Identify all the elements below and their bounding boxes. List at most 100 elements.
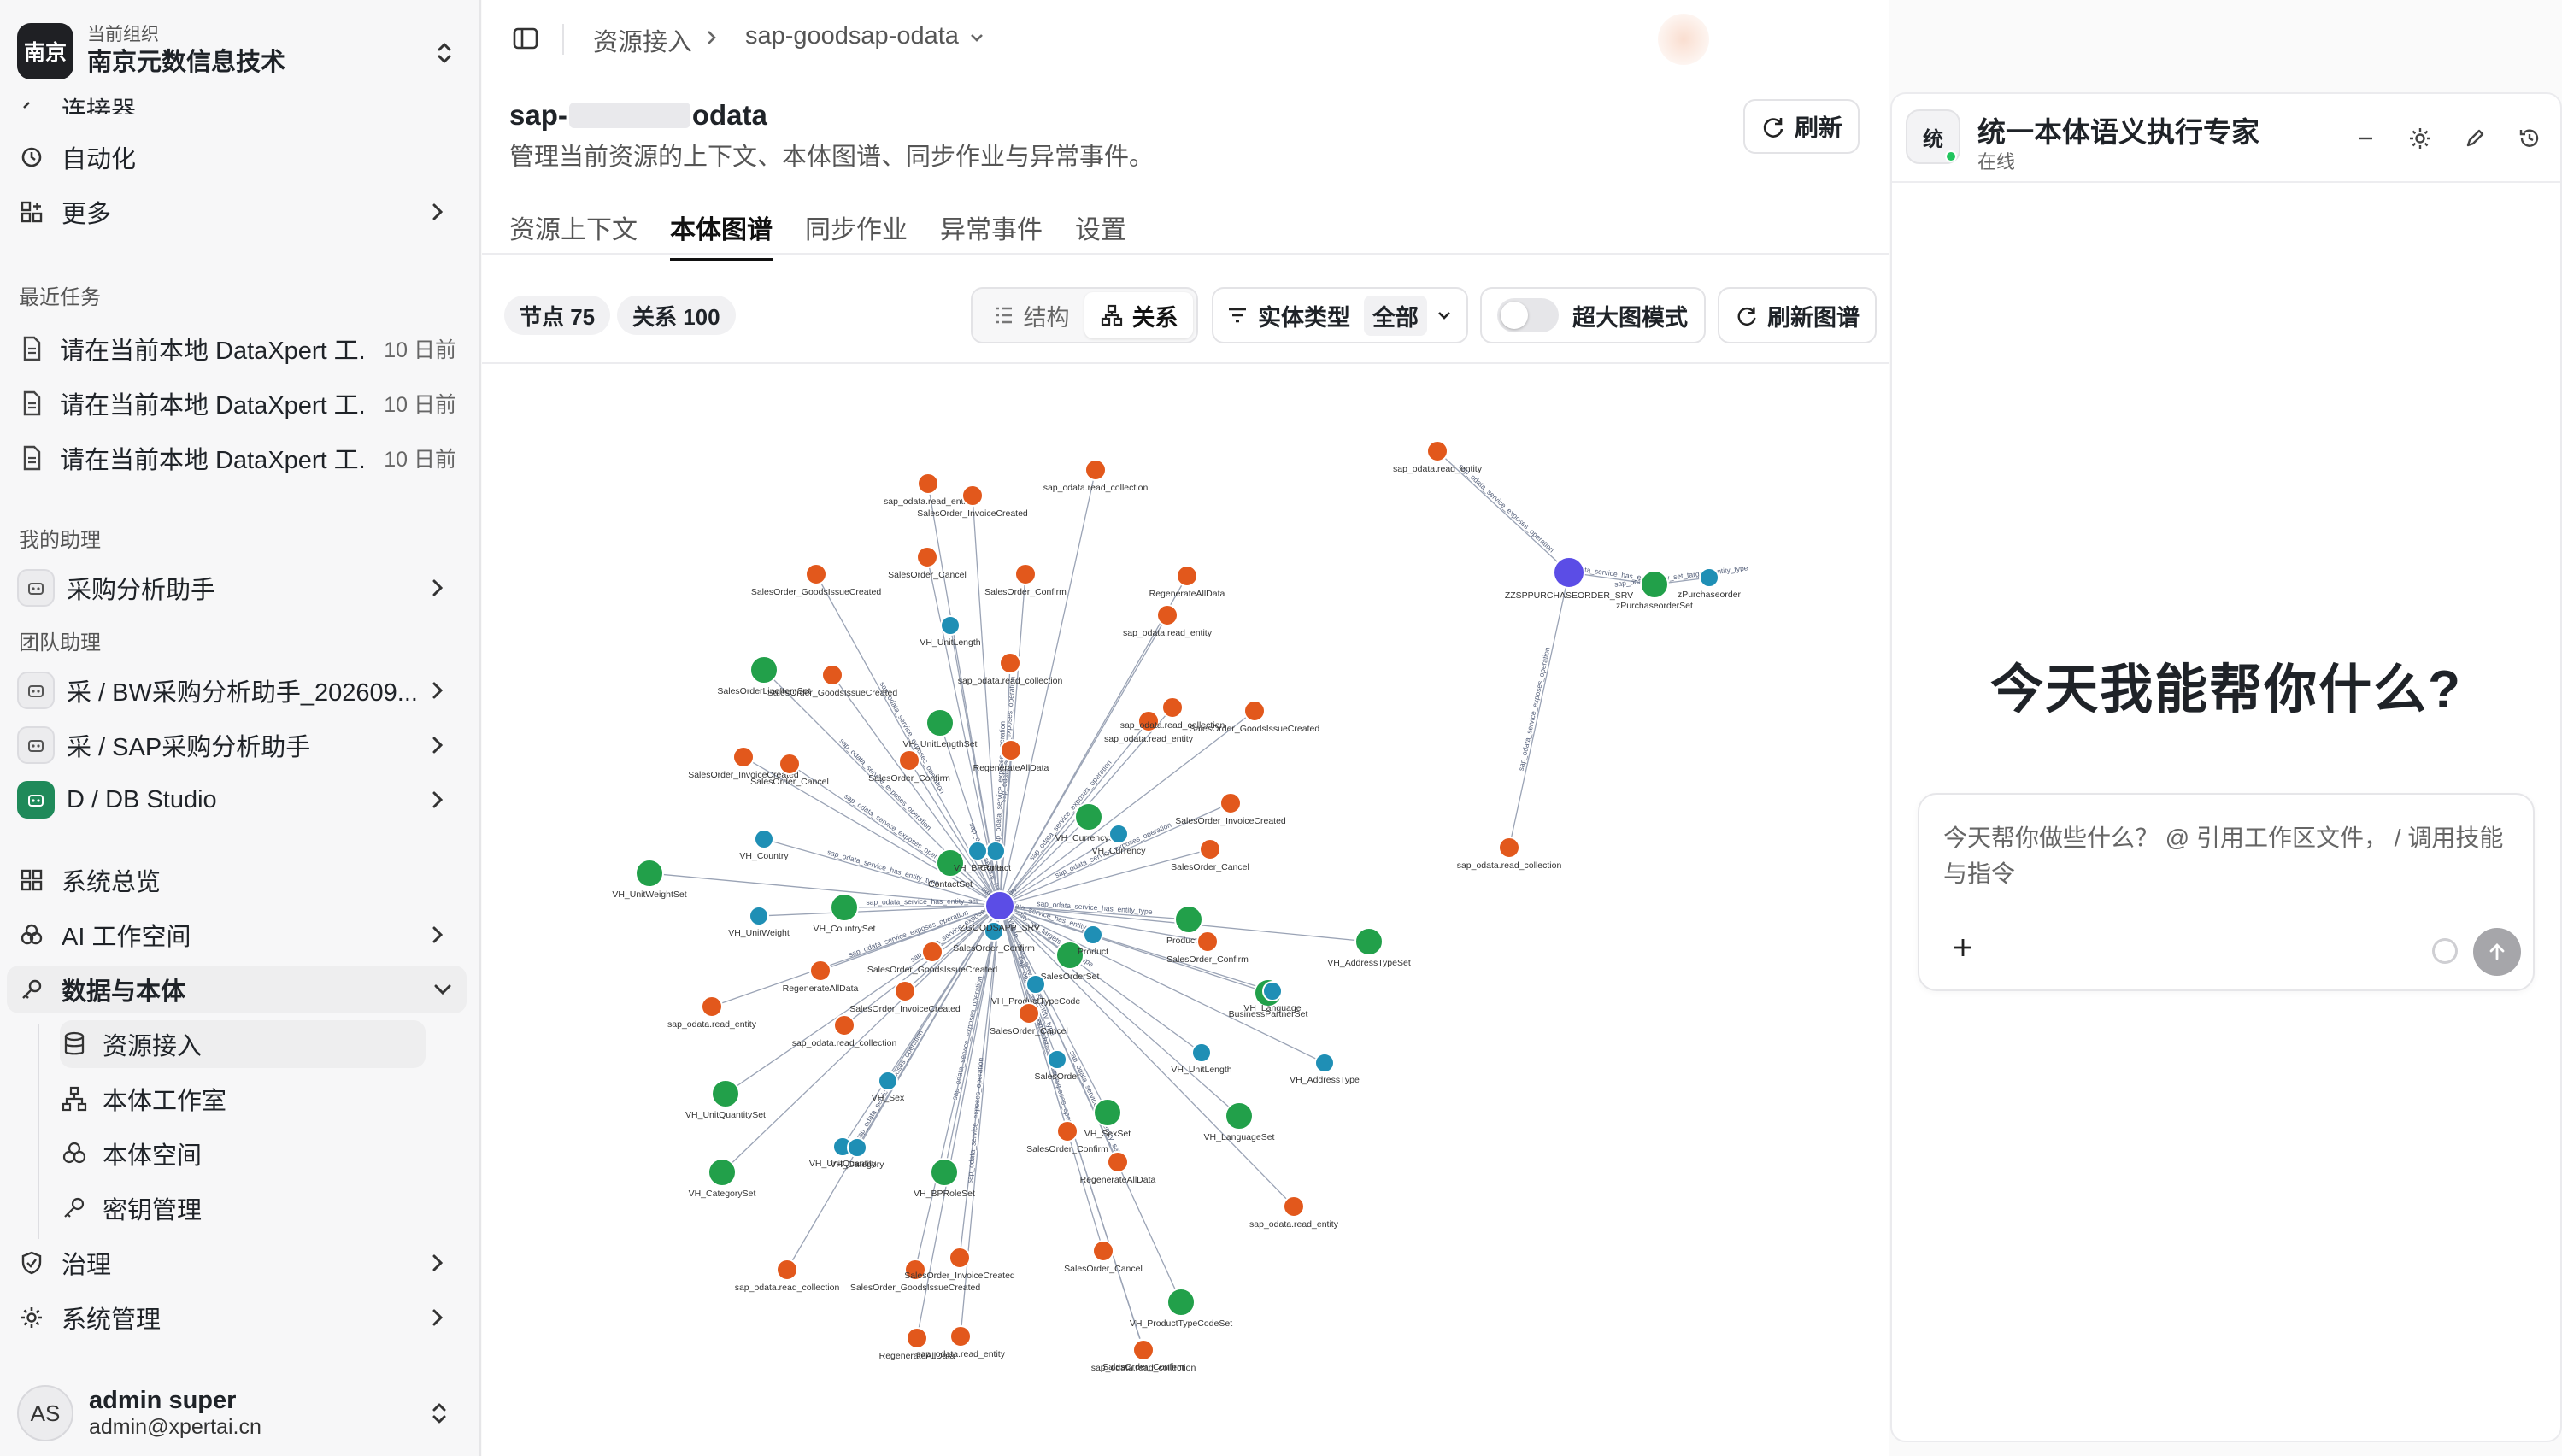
operation-node[interactable]	[1092, 1240, 1114, 1262]
entity-type-node[interactable]	[754, 829, 774, 849]
entity-type-filter[interactable]: 实体类型 全部	[1212, 287, 1468, 343]
entity-set-node[interactable]	[1640, 570, 1669, 599]
tab-ontology-graph[interactable]: 本体图谱	[670, 208, 773, 261]
sidebar-item-system-admin[interactable]: 系统管理	[17, 1294, 461, 1342]
operation-node[interactable]	[921, 941, 943, 963]
entity-type-node[interactable]	[1314, 1053, 1335, 1073]
entity-set-node[interactable]	[708, 1158, 737, 1187]
operation-node[interactable]	[1199, 838, 1221, 860]
entity-set-node[interactable]	[1354, 927, 1384, 956]
tab-exceptions[interactable]: 异常事件	[940, 216, 1043, 244]
refresh-graph-button[interactable]: 刷新图谱	[1718, 287, 1877, 343]
tab-settings[interactable]: 设置	[1075, 216, 1126, 244]
entity-type-node[interactable]	[1191, 1042, 1212, 1063]
sidebar-subitem-key-management[interactable]: 密钥管理	[60, 1184, 426, 1232]
operation-node[interactable]	[1107, 1151, 1129, 1173]
operation-node[interactable]	[999, 652, 1021, 674]
sidebar-item-ai-workspace[interactable]: AI 工作空间	[17, 911, 461, 959]
sidebar-item-data-ontology[interactable]: 数据与本体	[7, 966, 467, 1013]
operation-node[interactable]	[776, 1259, 798, 1281]
operation-node[interactable]	[1000, 739, 1022, 761]
sidebar-subitem-ontology-space[interactable]: 本体空间	[60, 1130, 426, 1177]
entity-set-node[interactable]	[936, 848, 965, 878]
composer-placeholder[interactable]: 今天帮你做些什么？ @ 引用工作区文件， / 调用技能与指令	[1943, 825, 2504, 887]
plus-icon[interactable]	[1950, 935, 1976, 960]
operation-node[interactable]	[894, 980, 916, 1002]
operation-node[interactable]	[904, 1259, 926, 1281]
entity-set-node[interactable]	[635, 859, 664, 888]
minimize-icon[interactable]	[2350, 123, 2381, 154]
service-node[interactable]	[1553, 556, 1585, 589]
breadcrumb-current[interactable]: sap-goodsap-odata	[745, 22, 959, 50]
entity-type-node[interactable]	[1083, 925, 1103, 945]
entity-type-node[interactable]	[1108, 824, 1129, 844]
sidebar-item-connectors[interactable]: 连接器	[17, 85, 461, 114]
large-graph-toggle[interactable]: 超大图模式	[1480, 287, 1706, 343]
recent-task-item[interactable]: 请在当前本地 DataXpert 工... 10 日前	[17, 434, 461, 482]
tab-sync-jobs[interactable]: 同步作业	[805, 216, 908, 244]
entity-set-node[interactable]	[930, 1158, 959, 1187]
entity-type-node[interactable]	[985, 841, 1006, 861]
team-assistant-item[interactable]: 采 / BW采购分析助手_202609...	[17, 666, 461, 714]
refresh-button[interactable]: 刷新	[1743, 99, 1860, 154]
entity-type-node[interactable]	[749, 906, 769, 926]
entity-type-node[interactable]	[1262, 981, 1283, 1001]
operation-node[interactable]	[1196, 931, 1219, 953]
send-button[interactable]	[2473, 928, 2521, 976]
view-relation-option[interactable]: 关系	[1084, 292, 1193, 338]
operation-node[interactable]	[917, 473, 939, 495]
operation-node[interactable]	[1137, 710, 1160, 732]
entity-type-node[interactable]	[1025, 974, 1046, 995]
view-structure-option[interactable]: 结构	[976, 292, 1084, 338]
operation-node[interactable]	[1056, 1120, 1078, 1142]
entity-set-node[interactable]	[1166, 1288, 1196, 1317]
operation-node[interactable]	[1498, 837, 1520, 859]
operation-node[interactable]	[732, 746, 755, 768]
sidebar-subitem-resource-access[interactable]: 资源接入	[60, 1020, 426, 1068]
recent-task-item[interactable]: 请在当前本地 DataXpert 工... 10 日前	[17, 325, 461, 373]
sidebar-item-governance[interactable]: 治理	[17, 1239, 461, 1287]
entity-set-node[interactable]	[925, 708, 955, 737]
operation-node[interactable]	[949, 1247, 971, 1269]
user-menu[interactable]: AS admin super admin@xpertai.cn	[17, 1381, 461, 1446]
entity-set-node[interactable]	[1055, 941, 1084, 970]
operation-node[interactable]	[949, 1325, 972, 1347]
ontology-graph-canvas[interactable]: sap_odata_service_exposes_operationsap_o…	[482, 364, 1889, 1456]
operation-node[interactable]	[779, 753, 801, 775]
entity-type-node[interactable]	[847, 1137, 867, 1158]
edit-icon[interactable]	[2459, 123, 2490, 154]
entity-set-node[interactable]	[1074, 802, 1103, 831]
operation-node[interactable]	[1176, 565, 1198, 587]
entity-set-node[interactable]	[749, 655, 779, 684]
operation-node[interactable]	[1018, 1002, 1040, 1024]
org-switcher[interactable]: 南京 当前组织 南京元数信息技术	[17, 21, 461, 82]
sidebar-item-automation[interactable]: 自动化	[17, 133, 461, 181]
toggle-switch[interactable]	[1497, 298, 1559, 332]
operation-node[interactable]	[906, 1327, 928, 1349]
entity-type-node[interactable]	[940, 615, 961, 636]
history-icon[interactable]	[2514, 123, 2545, 154]
entity-set-node[interactable]	[711, 1079, 740, 1108]
sidebar-item-more[interactable]: 更多	[17, 188, 461, 236]
sidebar-toggle-icon[interactable]	[511, 24, 540, 53]
sidebar-item-overview[interactable]: 系统总览	[17, 856, 461, 904]
entity-type-node[interactable]	[878, 1071, 898, 1091]
entity-set-node[interactable]	[830, 893, 859, 922]
operation-node[interactable]	[809, 960, 831, 982]
operation-node[interactable]	[1243, 700, 1266, 722]
assistant-item[interactable]: 采购分析助手	[17, 564, 461, 612]
team-assistant-item[interactable]: 采 / SAP采购分析助手	[17, 721, 461, 769]
entity-set-node[interactable]	[1225, 1101, 1254, 1130]
operation-node[interactable]	[1219, 792, 1242, 814]
operation-node[interactable]	[1161, 696, 1184, 719]
team-assistant-item[interactable]: D / DB Studio	[17, 776, 461, 824]
gear-icon[interactable]	[2405, 123, 2436, 154]
operation-node[interactable]	[1084, 459, 1107, 481]
operation-node[interactable]	[916, 546, 938, 568]
service-node[interactable]	[984, 890, 1015, 921]
chevron-down-icon[interactable]	[967, 26, 986, 50]
operation-node[interactable]	[701, 995, 723, 1018]
entity-type-node[interactable]	[1699, 567, 1719, 588]
operation-node[interactable]	[1426, 440, 1448, 462]
entity-type-node[interactable]	[1047, 1049, 1067, 1070]
